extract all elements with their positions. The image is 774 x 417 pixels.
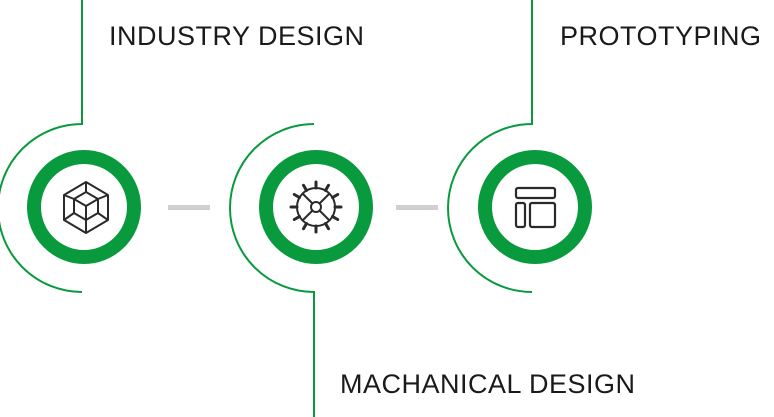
gear-tooth: [331, 215, 340, 221]
step-2-ring: [259, 150, 373, 264]
layout-icon: [514, 186, 557, 229]
connector-2: [396, 205, 438, 210]
step-3-outer-arc: [447, 0, 533, 293]
gear-tooth: [331, 193, 340, 199]
gear-tooth: [324, 183, 330, 192]
gear-tooth: [302, 183, 308, 192]
gear-tooth: [324, 222, 330, 231]
gear-icon: [289, 180, 343, 234]
gear-tooth: [302, 222, 308, 231]
step-label-mechanical-design: MACHANICAL DESIGN: [340, 369, 636, 399]
step-prototyping: [447, 0, 592, 293]
step-1-outer-arc: [0, 0, 83, 293]
step-3-ring: [478, 150, 592, 264]
step-label-industry-design: INDUSTRY DESIGN: [109, 21, 365, 51]
step-2-outer-arc: [229, 123, 315, 417]
step-mechanical-design: [229, 123, 373, 417]
connector-1: [168, 205, 210, 210]
step-label-prototyping: PROTOTYPING: [560, 21, 762, 51]
gear-tooth: [292, 193, 301, 199]
cube-icon: [63, 181, 109, 234]
step-industry-design: [0, 0, 141, 293]
gear-tooth: [292, 215, 301, 221]
step-1-ring: [27, 150, 141, 264]
